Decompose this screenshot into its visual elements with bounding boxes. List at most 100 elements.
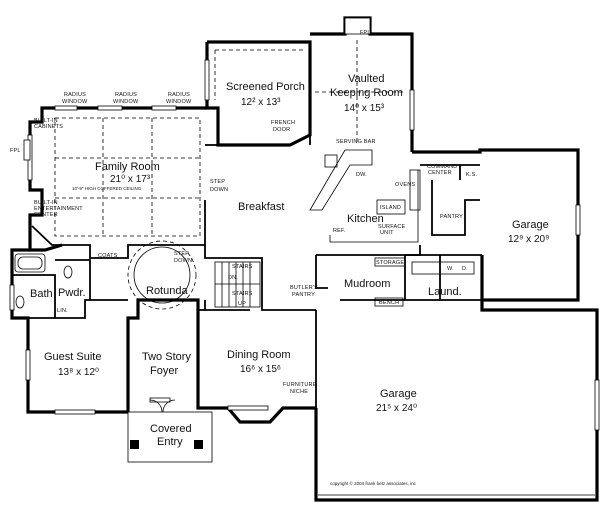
keeping-room-vault [315, 40, 405, 145]
bench-label: BENCH [379, 300, 399, 306]
stairs-up-label: STAIRS [232, 291, 253, 297]
entertainment-label-2: ENTERTAINMENT [34, 206, 83, 212]
butlers-pantry-label-2: PANTRY [292, 292, 315, 298]
step-down-rotunda-label-2: DOWN [174, 258, 192, 264]
fpl-keeping-label: FPL [360, 30, 371, 36]
south-east-walls [314, 300, 599, 502]
keeping-room-name-1: Vaulted [348, 73, 385, 85]
step-down-label-2: DOWN [210, 187, 228, 193]
room-labels: Screened Porch 12² x 13³ Vaulted Keeping… [30, 73, 549, 448]
screened-porch-walls [205, 40, 312, 147]
garage-small-dim: 12⁹ x 20⁹ [508, 234, 549, 245]
furniture-niche-label-1: FURNITURE [283, 382, 317, 388]
window-label-2: WINDOW [113, 99, 139, 105]
chimney [344, 17, 371, 35]
breakfast-name: Breakfast [238, 201, 284, 213]
covered-entry-name-1: Covered [150, 423, 192, 435]
interior-walls [12, 135, 483, 408]
built-in-cabinets-label-1: BUILT-IN [34, 118, 58, 124]
covered-entry-slab [127, 411, 213, 463]
step-down-rotunda-label-1: STEP [174, 251, 189, 257]
radius-window-label-2: RADIUS [115, 92, 137, 98]
front-walls [126, 298, 316, 424]
keeping-room-name-2: Keeping Room [330, 87, 403, 99]
ovens-box [409, 169, 421, 211]
serving-bar-label: SERVING BAR [336, 139, 376, 145]
pantry-label: PANTRY [440, 214, 463, 220]
dining-room-name: Dining Room [227, 349, 291, 361]
bathtub [14, 253, 46, 273]
rotunda-name: Rotunda [146, 285, 188, 297]
linen-label: LIN. [57, 308, 68, 314]
furniture-niche-label-2: NICHE [290, 389, 308, 395]
copyright-text: copyright © 2004 frank betz associates, … [330, 480, 417, 486]
up-label: UP [238, 301, 246, 307]
step-down-label-1: STEP [210, 179, 225, 185]
powder-name: Pwdr. [58, 287, 86, 299]
serving-bar-counter [309, 149, 373, 211]
storage-label: STORAGE [376, 260, 404, 266]
column-left [130, 440, 139, 449]
radius-window-label-3: RADIUS [168, 92, 190, 98]
family-room-walls [28, 106, 207, 252]
keeping-room-dim: 14⁰ x 15³ [344, 103, 385, 114]
island-label: ISLAND [380, 205, 401, 211]
command-center-label-2: CENTER [428, 170, 452, 176]
guest-suite-name: Guest Suite [44, 351, 101, 363]
annotation-labels: RADIUS WINDOW RADIUS WINDOW RADIUS WINDO… [10, 30, 477, 486]
coats-label: COATS [98, 253, 118, 259]
ovens-label: OVENS [395, 182, 415, 188]
foyer-name-2: Foyer [150, 365, 178, 377]
stairs-dn-label: STAIRS [232, 264, 253, 270]
built-in-cabinets-label-2: CABINETS [34, 124, 63, 130]
dn-label: DN. [228, 275, 238, 281]
ref-label: REF. [333, 228, 346, 234]
fpl-family-label: FPL [10, 148, 21, 154]
foyer-name-1: Two Story [142, 351, 191, 363]
coffered-ceiling-label: 10'-9" HIGH COFFERED CEILING [72, 186, 142, 191]
garage-large-dim: 21⁵ x 24⁰ [376, 403, 417, 414]
bench-box [374, 297, 404, 307]
rotunda-circle [133, 246, 191, 304]
dw-label: DW. [356, 172, 367, 178]
entertainment-label-1: BUILT-IN [34, 200, 58, 206]
mudroom-name: Mudroom [344, 278, 390, 290]
garage-small-name: Garage [512, 219, 549, 231]
surface-unit-label-1: SURFACE [378, 224, 406, 230]
dining-room-dim: 16⁶ x 15⁶ [240, 364, 281, 375]
screened-porch-name: Screened Porch [226, 81, 305, 93]
kitchen-name: Kitchen [347, 213, 384, 225]
garage-large-name: Garage [380, 388, 417, 400]
french-door-label-1: FRENCH [271, 120, 295, 126]
guest-suite-dim: 13⁸ x 12⁰ [58, 367, 99, 378]
keeping-room-walls [310, 16, 414, 152]
powder-toilet [63, 265, 73, 279]
fixtures [14, 139, 595, 496]
window-label-1: WINDOW [62, 99, 88, 105]
family-room-name: Family Room [95, 161, 160, 173]
radius-window-label-1: RADIUS [64, 92, 86, 98]
bath-name: Bath [30, 288, 53, 300]
west-walls [10, 248, 128, 414]
window-label-3: WINDOW [166, 99, 192, 105]
command-center-label-1: COMMAND [427, 164, 457, 170]
butlers-pantry-label-1: BUTLER'S [290, 285, 318, 291]
laundry-name: Laund. [428, 286, 462, 298]
toilet [15, 295, 25, 309]
ks-label: K.S. [466, 172, 477, 178]
french-door-label-2: DOOR [273, 127, 290, 133]
coffered-ceiling-grid [54, 117, 201, 237]
covered-entry-name-2: Entry [157, 436, 183, 448]
screened-porch-dim: 12² x 13³ [241, 97, 281, 108]
column-right [194, 440, 203, 449]
entertainment-label-3: CENTER [34, 212, 58, 218]
surface-unit-label-2: UNIT [380, 230, 394, 236]
laundry-machines [411, 261, 475, 275]
porch-dashed [214, 49, 305, 100]
dryer-label: D. [462, 266, 468, 272]
washer-label: W. [447, 266, 454, 272]
family-room-dim: 21⁰ x 17³ [110, 174, 151, 185]
stairs [214, 261, 261, 308]
